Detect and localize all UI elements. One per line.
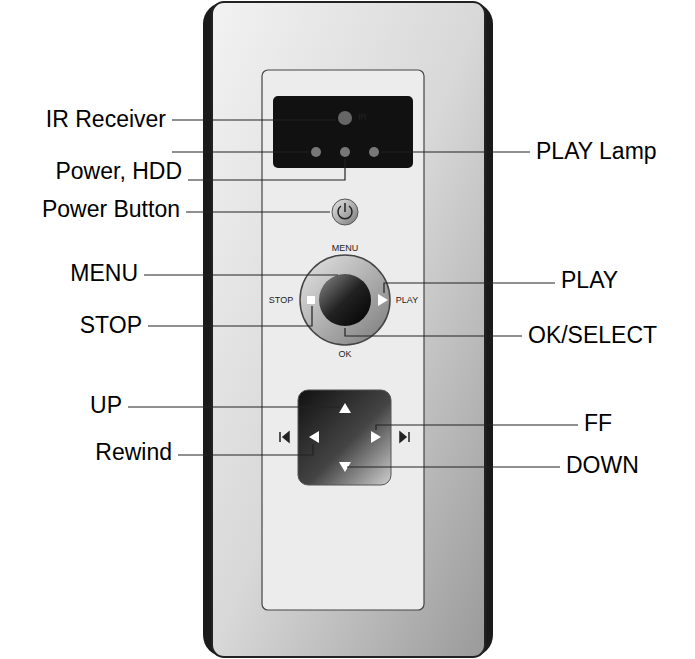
hdd-led bbox=[340, 147, 350, 157]
callout-label: DOWN bbox=[566, 453, 639, 478]
ok-button bbox=[319, 274, 371, 326]
callout-label: PLAY bbox=[561, 268, 618, 293]
callout-label: MENU bbox=[70, 261, 138, 286]
play-led bbox=[369, 147, 379, 157]
callout-label: OK/SELECT bbox=[528, 323, 657, 348]
ff-arrow bbox=[371, 431, 381, 443]
callout-label: Power, HDD bbox=[55, 159, 182, 184]
callout-label: Rewind bbox=[95, 440, 172, 465]
power-led bbox=[311, 147, 321, 157]
power-symbol bbox=[338, 203, 352, 219]
housing-side bbox=[203, 2, 493, 657]
panel-marking: STOP bbox=[269, 296, 293, 306]
panel-marking: OK bbox=[338, 350, 351, 360]
control-panel bbox=[262, 70, 424, 610]
leader-lines bbox=[128, 120, 578, 467]
callout-label: Power Button bbox=[42, 197, 180, 222]
up-arrow bbox=[339, 403, 351, 413]
panel-marking: MENU bbox=[332, 244, 359, 254]
front-panel bbox=[212, 2, 485, 657]
callout-label: PLAY Lamp bbox=[536, 139, 657, 164]
ir-receiver bbox=[338, 111, 352, 125]
callout-label: FF bbox=[584, 411, 612, 436]
callout-label: STOP bbox=[80, 313, 142, 338]
skip-forward-symbol bbox=[400, 432, 409, 442]
dpad bbox=[298, 390, 391, 485]
power-button bbox=[332, 199, 358, 225]
display-window bbox=[273, 96, 413, 168]
panel-marking: PLAY bbox=[396, 296, 418, 306]
callout-label: UP bbox=[90, 393, 122, 418]
panel-marking: IR bbox=[358, 113, 367, 123]
play-symbol bbox=[378, 294, 388, 306]
callout-label: IR Receiver bbox=[46, 107, 166, 132]
rewind-arrow bbox=[309, 431, 319, 443]
stop-symbol bbox=[307, 296, 315, 304]
skip-back-symbol bbox=[280, 432, 289, 442]
